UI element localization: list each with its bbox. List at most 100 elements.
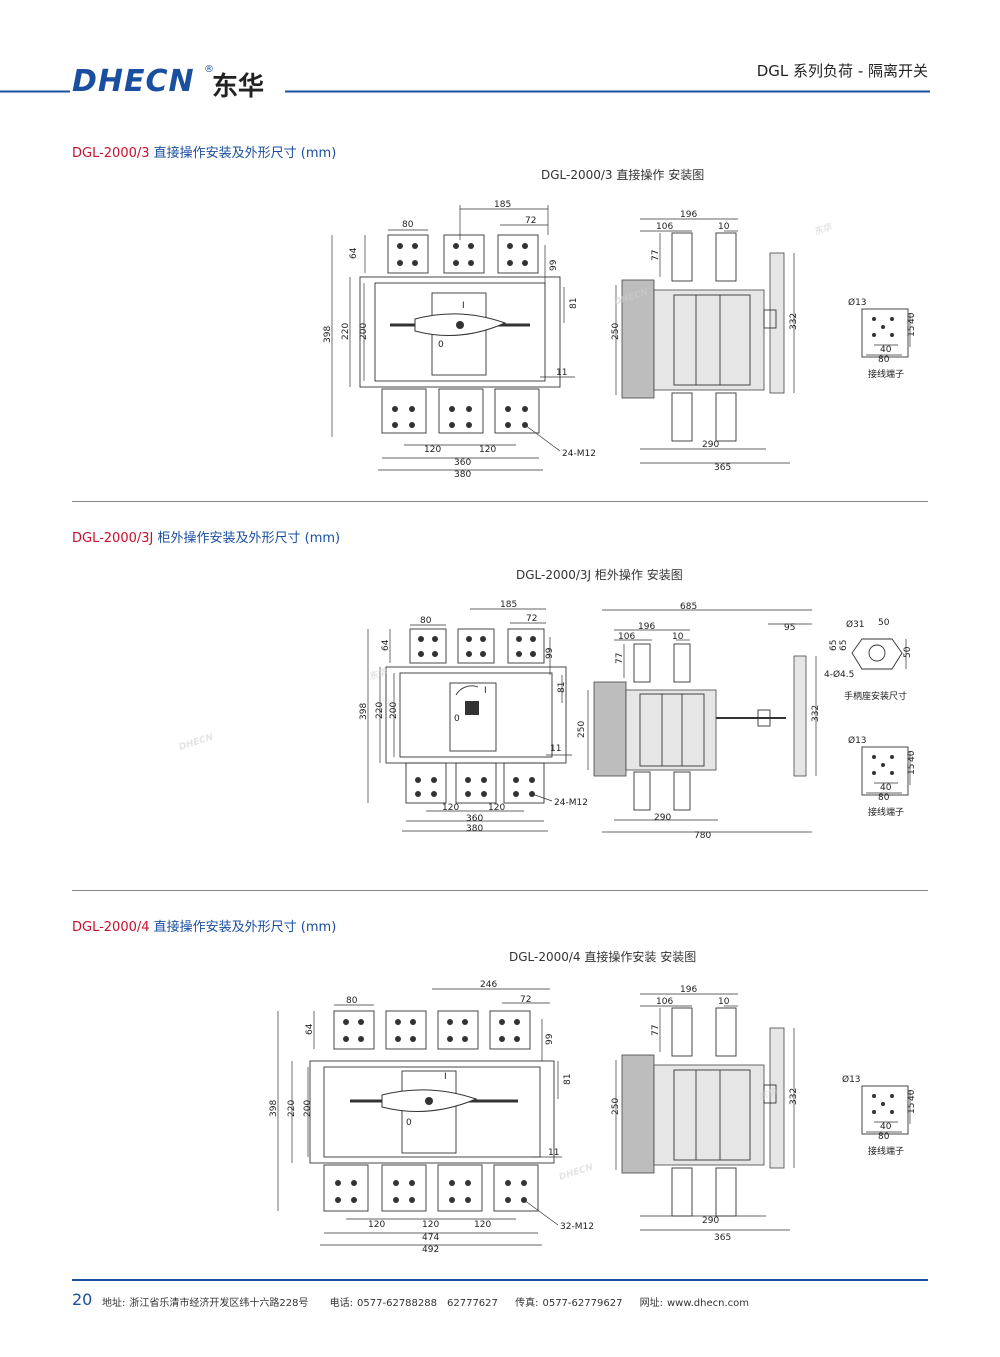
dim-220: 220 (375, 702, 385, 719)
dim-196: 196 (680, 985, 697, 995)
dim-290: 290 (702, 1216, 719, 1226)
front-view-drawing-3: 246 72 80 64 99 I 0 81 398 220 200 11 32… (269, 980, 594, 1255)
logo-registered-mark: ® (204, 64, 214, 75)
section-title-text: 柜外操作安装及外形尺寸 (mm) (153, 531, 341, 546)
dim-120-b: 120 (422, 1220, 439, 1230)
diagram-title-3: DGL-2000/4 直接操作安装 安装图 (509, 950, 697, 964)
bolt-callout: 32-M12 (560, 1222, 594, 1232)
dim-365: 365 (714, 1233, 731, 1243)
dim-332: 332 (811, 705, 821, 722)
terminal-dia: Ø13 (848, 735, 867, 746)
terminal-80: 80 (878, 355, 890, 365)
section-title-3: DGL-2000/4 直接操作安装及外形尺寸 (mm) (72, 916, 336, 935)
dim-99: 99 (545, 647, 555, 659)
section-code: DGL-2000/3J (72, 531, 154, 546)
watermark-en: DHECN (558, 1162, 595, 1183)
dim-77: 77 (615, 653, 625, 664)
section-title-2: DGL-2000/3J 柜外操作安装及外形尺寸 (mm) (72, 527, 340, 546)
watermark-3: DHECN 东华 (558, 1086, 780, 1183)
terminal-40: 40 (880, 1122, 892, 1132)
brand-logo: DHECN ® 东华 (72, 64, 282, 104)
dim-200: 200 (303, 1100, 313, 1117)
terminal-label: 接线端子 (868, 806, 904, 818)
terminal-40: 40 (880, 345, 892, 355)
footer-rule (72, 1279, 928, 1281)
side-view-drawing-3: 196 106 10 77 8 250 332 290 365 (611, 985, 799, 1243)
web-label: 网址: (639, 1298, 663, 1309)
watermark-en: DHECN (613, 287, 650, 308)
dim-64: 64 (305, 1023, 315, 1035)
section-title-text: 直接操作安装及外形尺寸 (mm) (149, 920, 337, 935)
handle-base-h50: 50 (903, 646, 913, 658)
diagram-title-2: DGL-2000/3J 柜外操作 安装图 (516, 568, 683, 582)
off-mark: 0 (438, 340, 444, 350)
handle-base-w50: 50 (878, 618, 890, 628)
dim-11: 11 (550, 744, 561, 754)
dim-380: 380 (466, 824, 483, 834)
terminal-15: 15 (907, 764, 917, 775)
phone-label: 电话: (329, 1298, 354, 1309)
dim-106: 106 (618, 632, 635, 642)
dim-64: 64 (381, 639, 391, 651)
dim-685: 685 (680, 602, 697, 612)
section-title-text: 直接操作安装及外形尺寸 (mm) (149, 146, 337, 161)
dim-220: 220 (341, 323, 351, 340)
dim-398: 398 (323, 326, 333, 343)
dim-365: 365 (714, 463, 731, 473)
dim-120-a: 120 (424, 445, 441, 455)
dim-77: 77 (651, 1025, 661, 1036)
phone-value-1: 0577-62788288 (357, 1298, 437, 1309)
watermark-cn: 东华 (758, 1086, 780, 1103)
dim-200: 200 (359, 323, 369, 340)
terminal-dia: Ø13 (848, 297, 867, 308)
dim-77: 77 (651, 250, 661, 261)
on-mark: I (444, 1072, 447, 1082)
handle-base-drawing: Ø31 50 50 65 65 4-Ø4.5 手柄座安装尺寸 (824, 618, 913, 702)
address-label: 地址: (102, 1298, 126, 1309)
terminal-80: 80 (878, 793, 890, 803)
dim-80: 80 (402, 220, 414, 230)
terminal-drawing-1: Ø13 15 40 40 80 接线端子 (848, 297, 917, 380)
dim-398: 398 (359, 703, 369, 720)
handle-base-label: 手柄座安装尺寸 (844, 690, 907, 702)
handle-base-d31: Ø31 (846, 619, 865, 630)
dim-196: 196 (638, 622, 655, 632)
phone-value-2: 62777627 (447, 1298, 498, 1309)
dim-10: 10 (718, 997, 730, 1007)
dim-10: 10 (718, 222, 730, 232)
dim-81: 81 (563, 1074, 573, 1085)
dim-81: 81 (569, 298, 579, 309)
dim-99: 99 (545, 1033, 555, 1045)
terminal-label: 接线端子 (868, 1145, 904, 1157)
page-number: 20 (72, 1290, 93, 1309)
dim-99: 99 (549, 259, 559, 271)
bolt-callout: 24-M12 (562, 449, 596, 459)
fax-label: 传真: (515, 1298, 539, 1309)
front-view-drawing-2: 185 72 80 64 99 I 0 81 398 220 200 11 24… (359, 600, 588, 834)
dim-11: 11 (556, 368, 567, 378)
watermark-1: DHECN 东华 (613, 221, 835, 308)
dim-11: 11 (548, 1148, 559, 1158)
dim-398: 398 (269, 1100, 279, 1117)
web-link[interactable]: www.dhecn.com (667, 1298, 750, 1309)
dim-120-a: 120 (442, 803, 459, 813)
terminal-15: 15 (907, 326, 917, 337)
terminal-40v: 40 (907, 1089, 917, 1101)
dim-220: 220 (287, 1100, 297, 1117)
dim-780: 780 (694, 831, 711, 841)
dim-120-b: 120 (479, 445, 496, 455)
dim-80: 80 (420, 616, 432, 626)
handle-base-65a: 65 (829, 640, 839, 651)
dim-106: 106 (656, 997, 673, 1007)
terminal-15: 15 (907, 1103, 917, 1114)
dim-72: 72 (526, 614, 537, 624)
off-mark: 0 (454, 714, 460, 724)
terminal-40v: 40 (907, 312, 917, 324)
logo-text-en: DHECN (72, 64, 195, 99)
terminal-label: 接线端子 (868, 368, 904, 380)
dim-250: 250 (577, 721, 587, 738)
dim-120-c: 120 (474, 1220, 491, 1230)
dim-492: 492 (422, 1245, 439, 1255)
terminal-dia: Ø13 (842, 1074, 861, 1085)
